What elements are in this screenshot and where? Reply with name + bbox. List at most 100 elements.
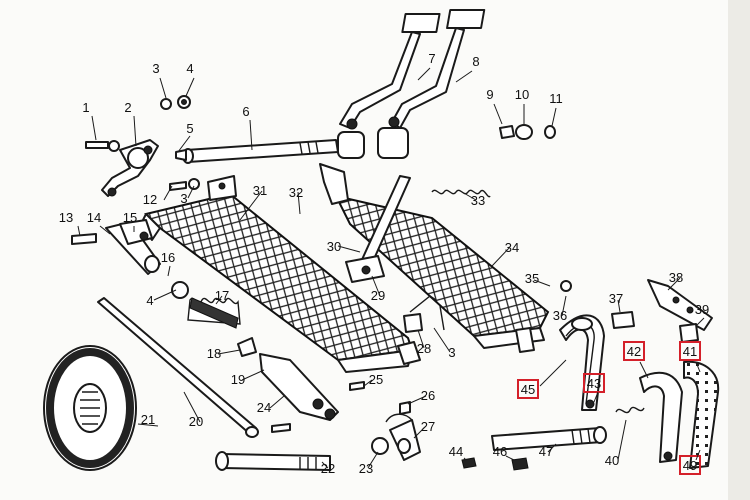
leader-line (417, 329, 425, 349)
callout-number: 34 (505, 240, 519, 255)
leader-line (551, 107, 557, 127)
callout-number: 11 (549, 91, 563, 106)
leader-line (493, 103, 503, 125)
callout-number: 12 (143, 192, 157, 207)
leader-line (695, 317, 705, 327)
leader-line (533, 279, 551, 287)
rocker-arm (237, 337, 339, 433)
callout-number: 15 (123, 210, 137, 225)
callout-number: 27 (421, 419, 435, 434)
callout-number: 49 (683, 458, 697, 473)
brake-drum (43, 345, 137, 471)
callout-number: 21 (141, 412, 155, 427)
leader-line (695, 361, 701, 373)
leader-line (417, 67, 431, 81)
callout-number: 39 (695, 302, 709, 317)
leader-line (185, 77, 195, 97)
cam-shaft-48 (491, 426, 607, 451)
callout-number: 30 (327, 239, 341, 254)
callout-number: 17 (215, 288, 229, 303)
pivot-bracket (71, 178, 200, 299)
brake-shoe-left (559, 314, 605, 411)
leader-line (91, 115, 97, 141)
highlighted-callout: 45 (517, 379, 539, 399)
callout-number: 3 (180, 191, 187, 206)
leader-line (133, 115, 137, 147)
callout-number: 45 (521, 382, 535, 397)
highlighted-callout: 49 (679, 455, 701, 475)
right-step-plate (319, 163, 550, 353)
callout-number: 14 (87, 210, 101, 225)
page-edge (728, 0, 750, 500)
leader-line (187, 185, 195, 199)
leader-line (249, 119, 253, 151)
leader-line (159, 77, 167, 99)
highlighted-callout: 41 (679, 341, 701, 361)
leader-line (321, 461, 329, 469)
callout-number: 26 (421, 388, 435, 403)
pin-37 (560, 280, 572, 292)
callout-number: 29 (371, 288, 385, 303)
adjuster-bracket (611, 279, 713, 343)
callout-number: 7 (428, 51, 435, 66)
brake-pedals (337, 9, 486, 159)
leader-line (217, 349, 241, 355)
leader-line (561, 295, 567, 317)
leader-line (371, 275, 381, 297)
leader-line (491, 246, 511, 267)
leader-line (461, 191, 477, 201)
leader-line (241, 369, 265, 381)
callout-number: 3 (448, 345, 455, 360)
callout-number: 1 (82, 100, 89, 115)
axle-bolt (215, 451, 331, 471)
leader-line (137, 423, 159, 427)
leader-line (99, 225, 111, 235)
cross-shaft (182, 139, 339, 164)
callout-number: 19 (231, 372, 245, 387)
callout-number: 31 (253, 183, 267, 198)
callout-number: 38 (669, 270, 683, 285)
leader-line (153, 289, 177, 301)
callout-number: 2 (124, 100, 131, 115)
leader-line (667, 277, 681, 291)
leader-line (695, 449, 701, 461)
leader-line (413, 425, 427, 439)
shoe-spring (615, 406, 645, 414)
leader-line (539, 359, 567, 387)
callout-number: 16 (161, 250, 175, 265)
bolt-46 (461, 457, 477, 469)
leader-line (593, 391, 599, 403)
callout-number: 42 (627, 344, 641, 359)
callout-number: 4 (186, 61, 193, 76)
cam-assembly (371, 401, 421, 461)
leader-line (433, 327, 451, 353)
leader-line (639, 361, 649, 379)
callout-number: 32 (289, 185, 303, 200)
callout-number: 43 (587, 376, 601, 391)
leader-line (77, 225, 81, 237)
leader-line (163, 185, 173, 201)
callout-number: 24 (257, 400, 271, 415)
leader-line (455, 70, 473, 83)
callout-number: 9 (486, 87, 493, 102)
hand-lever (345, 175, 491, 283)
pin-26 (349, 381, 365, 391)
callout-number: 6 (242, 104, 249, 119)
callout-number: 37 (609, 291, 623, 306)
callout-number: 36 (553, 308, 567, 323)
callout-number: 44 (449, 444, 463, 459)
left-step-plate (139, 175, 421, 373)
leader-line (463, 457, 467, 461)
callout-number: 10 (515, 87, 529, 102)
callout-number: 28 (417, 341, 431, 356)
clip-29 (403, 295, 445, 333)
leader-line (177, 135, 191, 153)
leader-line (367, 451, 379, 469)
brake-shoe-right (639, 360, 720, 469)
leader-line (617, 299, 621, 313)
callout-number: 47 (539, 444, 553, 459)
callout-number: 5 (186, 121, 193, 136)
bolt-47 (511, 457, 529, 471)
